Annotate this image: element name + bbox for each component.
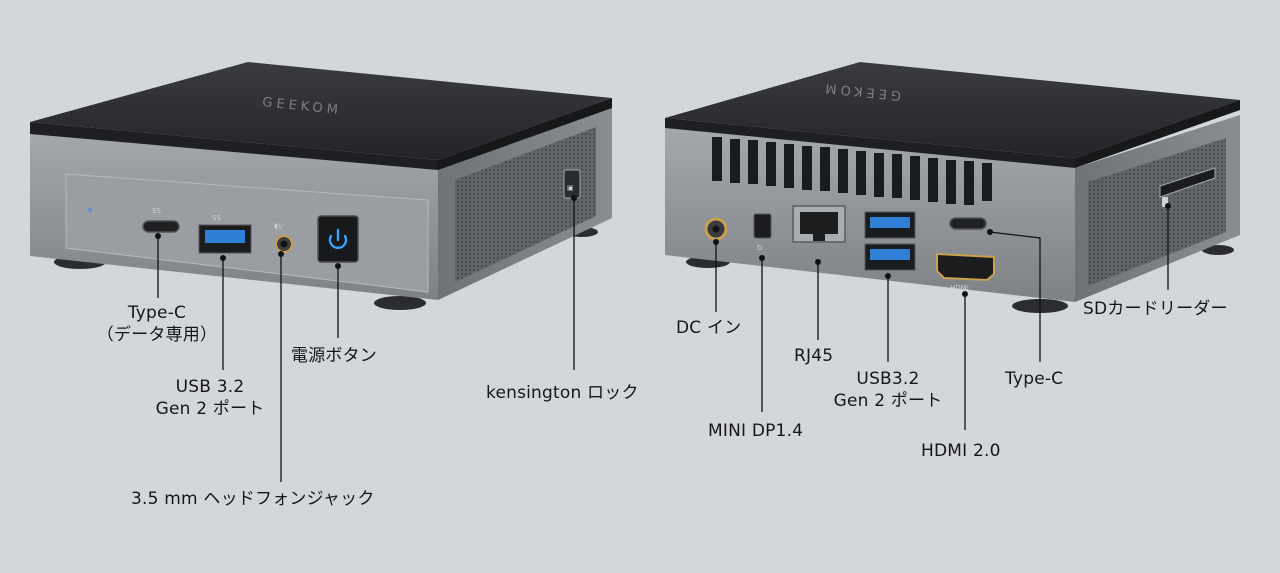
label-mini-dp: MINI DP1.4 [708, 421, 804, 441]
audio-jack-hole [280, 240, 288, 248]
label-sd: SDカードリーダー [1083, 299, 1228, 319]
vent [820, 147, 830, 191]
rear-side-mesh [1088, 138, 1226, 286]
rear-unit: GEEKOM D [665, 62, 1240, 313]
label-hdmi: HDMI 2.0 [921, 441, 1001, 461]
rear-foot-back [1202, 245, 1234, 255]
rear-lid-side-edge [1075, 100, 1240, 168]
dot-rear-type-c [987, 229, 993, 235]
rj45-clip [813, 234, 825, 241]
label-rear-usb-line1: USB3.2 [856, 369, 920, 389]
vent [856, 151, 866, 195]
label-kensington: kensington ロック [486, 383, 639, 403]
dot-sd [1165, 203, 1171, 209]
label-power: 電源ボタン [291, 346, 377, 366]
vent [712, 137, 722, 181]
rear-callout-dots [713, 203, 1171, 297]
power-icon [328, 228, 348, 249]
dot-audio [278, 251, 284, 257]
status-led [87, 207, 93, 213]
label-front-type-c: Type-C （データ専用） [82, 302, 232, 346]
dot-mini-dp [759, 255, 765, 261]
vent [910, 156, 920, 200]
vent [784, 144, 794, 188]
front-side-mesh [455, 127, 596, 282]
sd-card-indicator [1162, 197, 1168, 207]
rear-lid-edge [665, 118, 1075, 168]
rear-usb-tongue-2 [870, 249, 910, 260]
vent [766, 142, 776, 186]
vent [730, 139, 740, 183]
vent [964, 161, 974, 205]
callout-rear-type-c [989, 231, 1041, 362]
label-front-type-c-line2: （データ専用） [96, 325, 218, 345]
front-callouts [157, 198, 575, 482]
dot-rj45 [815, 259, 821, 265]
vent [946, 160, 956, 204]
label-front-type-c-line1: Type-C [127, 303, 187, 323]
dp-icon: D [757, 244, 762, 252]
hdmi-logo: HDMI [950, 284, 969, 292]
front-unit: GEEKOM SS SS ◐/ ▣ [30, 62, 612, 310]
label-audio: 3.5 mm ヘッドフォンジャック [131, 489, 375, 509]
dot-power [335, 263, 341, 269]
label-front-usb-line1: USB 3.2 [175, 377, 245, 397]
label-rear-usb-line2: Gen 2 ポート [833, 391, 943, 411]
lock-icon: ▣ [567, 184, 574, 192]
sd-card-slot[interactable] [1159, 167, 1216, 198]
vent [928, 158, 938, 202]
front-lid-side-edge [438, 98, 612, 170]
dot-kensington [571, 195, 577, 201]
label-front-usb: USB 3.2 Gen 2 ポート [135, 376, 285, 420]
front-type-c-ss-icon: SS [152, 207, 161, 215]
label-front-usb-line2: Gen 2 ポート [155, 399, 265, 419]
rear-usb-tongue-1 [870, 217, 910, 228]
dc-in-pin [712, 225, 720, 233]
dot-dc [713, 239, 719, 245]
vent [892, 154, 902, 198]
label-dc: DC イン [676, 318, 742, 338]
dot-front-type-c [155, 233, 161, 239]
rear-vents [712, 137, 992, 205]
dot-hdmi [962, 291, 968, 297]
rj45-inner [800, 212, 838, 234]
vent [874, 153, 884, 197]
rear-type-c-port[interactable] [949, 217, 987, 230]
rear-callouts [715, 206, 1169, 430]
label-rear-usb: USB3.2 Gen 2 ポート [813, 368, 963, 412]
front-callout-dots [155, 195, 577, 269]
vent [982, 163, 992, 201]
hdmi-port[interactable] [936, 252, 995, 282]
front-foot-right [374, 296, 426, 310]
vent [838, 149, 848, 193]
label-rj45: RJ45 [794, 346, 834, 366]
front-usb-ss-icon: SS [212, 214, 221, 222]
rear-lid [665, 62, 1240, 158]
dot-front-usb [220, 255, 226, 261]
front-type-c-port[interactable] [142, 220, 180, 233]
front-lid-edge [30, 122, 438, 170]
vent [802, 146, 812, 190]
dot-rear-usb [885, 273, 891, 279]
label-rear-type-c: Type-C [1005, 369, 1064, 389]
vent [748, 140, 758, 184]
headphone-icon: ◐/ [274, 222, 283, 230]
front-usb-tongue [205, 230, 245, 243]
mini-dp-port[interactable] [753, 213, 772, 239]
front-lid [30, 62, 612, 160]
